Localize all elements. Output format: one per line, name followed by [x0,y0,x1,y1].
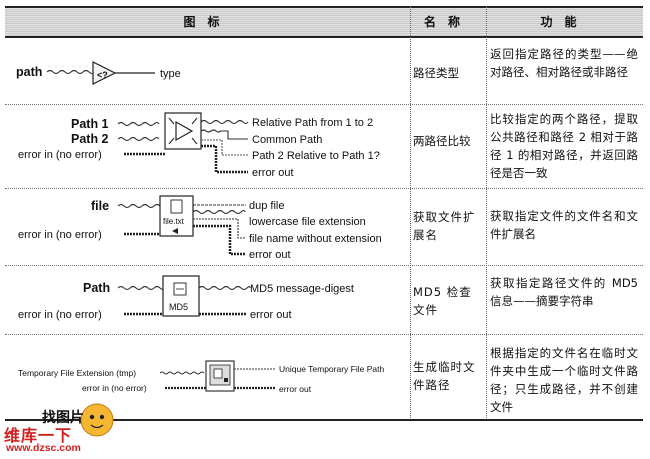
row5-output-0: Unique Temporary File Path [279,364,384,374]
header-function-column: 功能 [540,15,589,29]
row3-function: 获取指定文件的文件名和文件扩展名 [490,209,638,241]
row5-name: 生成临时文件路径 [413,360,476,392]
row4-input-0: Path [83,281,110,295]
row4-name: MD5 检查文件 [413,285,472,317]
row1-output-0: type [160,68,181,80]
row-divider [5,265,643,266]
column-divider [410,6,411,420]
header-name-column: 名称 [423,15,472,29]
row1-input-0: path [16,65,42,79]
compare-arrow-glyph [175,120,194,142]
row5-wire [159,371,205,375]
watermark-logo: 找图片 [42,403,114,437]
row2-output-2: Path 2 Relative to Path 1? [252,150,380,162]
path-compare-icon [164,112,202,150]
row3-icon-label: file.txt [163,217,185,226]
row-divider [5,188,643,189]
watermark-url: www.dzsc.com [6,442,81,454]
row3-wire [193,218,246,239]
md5-icon [162,275,200,317]
table-header: 图标 名称 功能 [5,6,643,38]
row2-output-0: Relative Path from 1 to 2 [252,117,373,129]
row2-function: 比较指定的两个路径，提取公共路径和路径 2 相对于路径 1 的相对路径，并返回路… [490,112,638,180]
row4-icon-label: MD5 [169,302,188,312]
row5-input-0: Temporary File Extension (tmp) [18,368,136,378]
row2-wire [117,136,160,142]
row3-diagram: file error in (no error) file.txt dup fi… [18,195,382,261]
watermark-brand: 维库一下 [4,426,73,445]
row5-function: 根据指定的文件名在临时文件夹中生成一个临时文件路径；只生成路径，并不创建文件 [490,346,638,414]
row3-input-1: error in (no error) [18,229,102,241]
column-divider [486,6,487,420]
row1-name: 路径类型 [413,66,459,80]
row2-name: 两路径比较 [413,134,471,148]
row2-wire [200,129,248,140]
watermark-badge: 找图片 [42,409,84,426]
row3-output-1: lowercase file extension [249,216,366,228]
row2-output-3: error out [252,167,294,179]
row3-wire [193,224,246,256]
row4-input-1: error in (no error) [18,309,102,321]
row2-input-1: Path 2 [71,132,109,146]
row4-diagram: Path error in (no error) MD5 MD5 message… [18,275,354,321]
row1-input-wire [46,69,95,75]
row3-input-0: file [91,199,109,213]
row2-diagram: Path 1 Path 2 error in (no error) Relati… [18,112,380,179]
row3-output-2: file name without extension [249,233,382,245]
row2-wire [201,139,248,156]
row3-wire [117,203,164,209]
row2-input-0: Path 1 [71,117,109,131]
row3-output-3: error out [249,249,291,261]
row2-wire [201,144,248,174]
path-type-glyph: <? [97,70,108,80]
row4-output-1: error out [250,309,292,321]
row2-input-2: error in (no error) [18,149,102,161]
row5-diagram: Temporary File Extension (tmp) error in … [18,360,384,394]
row2-wire [117,121,160,127]
row1-function: 返回指定路径的类型——绝对路径、相对路径或非路径 [490,47,638,79]
row-divider [5,104,643,105]
header-icon-column: 图标 [183,15,232,29]
row4-wire [117,285,167,291]
mascot-icon [80,403,114,437]
row3-name: 获取文件扩展名 [413,210,476,242]
row5-input-1: error in (no error) [82,383,147,393]
path-type-icon [92,61,117,85]
row-divider [5,334,643,335]
row3-output-0: dup file [249,200,284,212]
row4-function: 获取指定路径文件的 MD5 信息——摘要字符串 [490,276,638,308]
document-glyph [170,199,183,214]
row4-output-0: MD5 message-digest [250,283,354,295]
row2-wire [200,119,249,125]
table-bottom-rule [5,419,643,421]
row1-diagram: path <? type [16,61,181,85]
row4-wire [198,285,251,291]
row5-output-1: error out [279,384,312,394]
row2-output-1: Common Path [252,134,322,146]
row3-wire [192,209,246,215]
